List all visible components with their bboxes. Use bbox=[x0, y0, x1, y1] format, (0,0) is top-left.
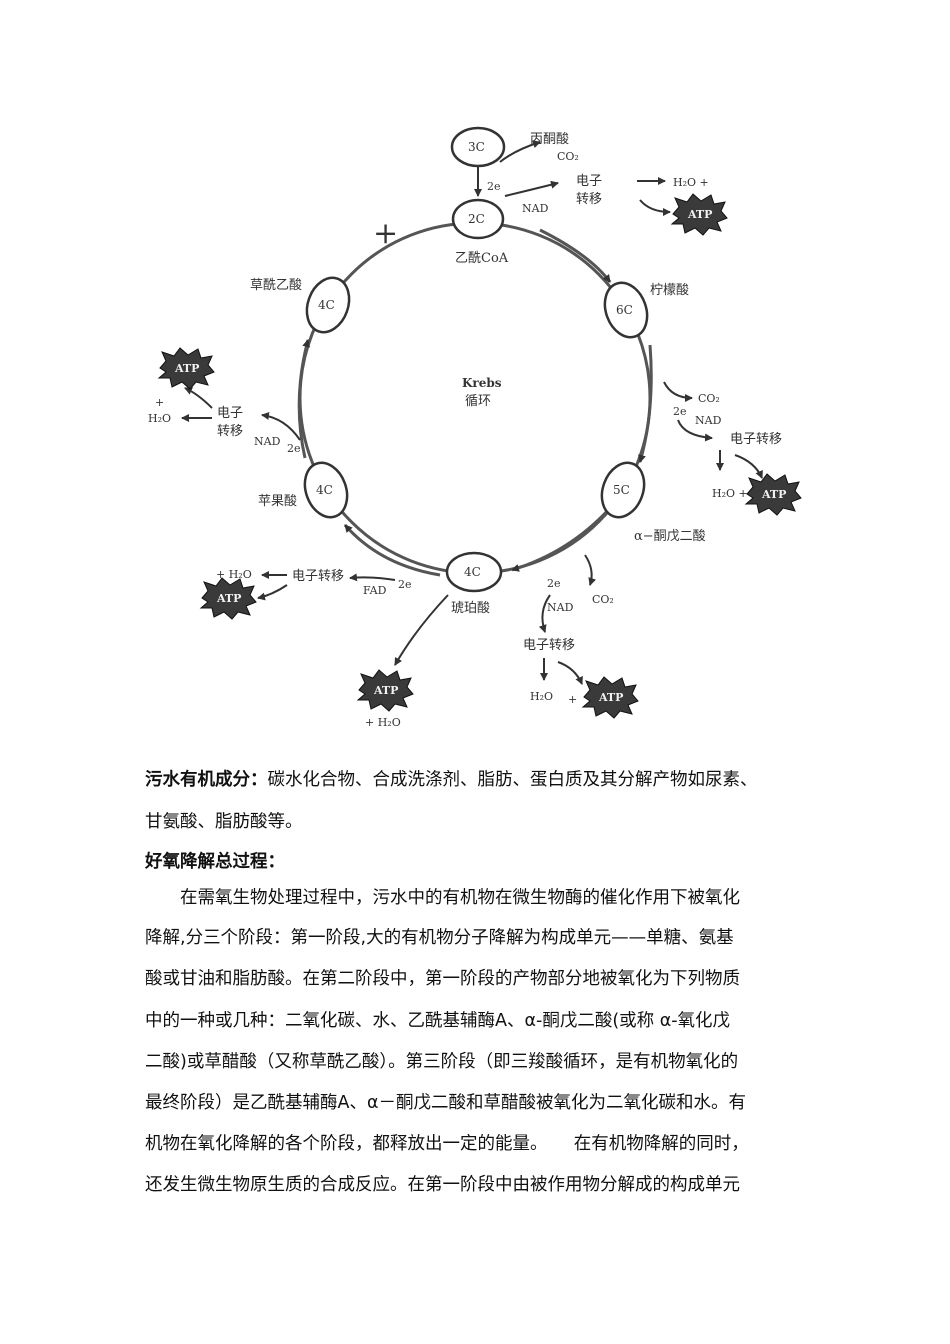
label-2e-malate: 2e bbox=[287, 442, 301, 455]
body-line-6: 最终阶段）是乙酰基辅酶A、α－酮戊二酸和草醋酸被氧化为二氧化碳和水。有 bbox=[145, 1095, 746, 1113]
arrow-atp-6c bbox=[735, 455, 762, 478]
svg-text:ATP: ATP bbox=[373, 684, 398, 697]
label-nad-malate: NAD bbox=[254, 435, 281, 448]
krebs-subtitle: 循环 bbox=[465, 394, 491, 409]
krebs-cycle-diagram: + 3C 2C 6C 5C 4C 4C 4C Krebs 循环 丙酮酸 CO₂ … bbox=[0, 0, 950, 750]
node-6c-label: 6C bbox=[616, 303, 633, 317]
arrow-atp-bottom bbox=[395, 595, 448, 665]
atp-starburst-top: ATP bbox=[672, 194, 727, 235]
label-pyruvate: 丙酮酸 bbox=[530, 132, 569, 147]
node-5c-label: 5C bbox=[613, 483, 630, 497]
arrow-nad-top bbox=[505, 183, 558, 196]
atp-starburst-malate: ATP bbox=[159, 348, 214, 389]
svg-text:ATP: ATP bbox=[174, 362, 199, 375]
label-electron-top-1: 电子 bbox=[576, 174, 602, 189]
label-malate: 苹果酸 bbox=[258, 494, 297, 509]
label-h2o-6c: H₂O + bbox=[712, 487, 748, 500]
krebs-title: Krebs bbox=[462, 376, 502, 390]
node-4c-top-label: 4C bbox=[318, 298, 335, 312]
arrow-fad bbox=[350, 577, 395, 580]
node-4c-left-label: 4C bbox=[316, 483, 333, 497]
label-electron-6c: 电子转移 bbox=[730, 432, 782, 447]
label-plus-malate: + bbox=[155, 396, 164, 409]
body-line-2: 降解,分三个阶段：第一阶段,大的有机物分子降解为构成单元——单糖、氨基 bbox=[145, 930, 734, 948]
label-h2o-top: H₂O + bbox=[673, 176, 709, 189]
arrow-co2-5c bbox=[585, 555, 592, 585]
label-2e-6c: 2e bbox=[673, 405, 687, 418]
label-2e-succ: 2e bbox=[398, 578, 412, 591]
svg-text:ATP: ATP bbox=[216, 592, 241, 605]
label-plus-5c: + bbox=[568, 693, 577, 706]
ring-arrow-4c-4c bbox=[345, 525, 440, 575]
atp-starburst-bottom: ATP bbox=[358, 670, 413, 711]
body-line-8: 还发生微生物原生质的合成反应。在第一阶段中由被作用物分解成的构成单元 bbox=[145, 1177, 740, 1195]
organic-components-heading: 污水有机成分： bbox=[145, 770, 268, 790]
label-h2o-malate: H₂O bbox=[148, 412, 171, 425]
label-h2o-5c: H₂O bbox=[530, 690, 553, 703]
label-electron-malate-2: 转移 bbox=[217, 424, 243, 439]
body-line-1: 在需氧生物处理过程中，污水中的有机物在微生物酶的催化作用下被氧化 bbox=[145, 890, 740, 908]
svg-text:ATP: ATP bbox=[761, 488, 786, 501]
plus-sign: + bbox=[373, 216, 398, 251]
organic-components-text: 碳水化合物、合成洗涤剂、脂肪、蛋白质及其分解产物如尿素、 bbox=[268, 770, 758, 790]
label-acetyl-coa: 乙酰CoA bbox=[455, 251, 509, 266]
label-co2-6c: CO₂ bbox=[698, 392, 720, 405]
label-2e-top: 2e bbox=[487, 180, 501, 193]
label-ketoglutarate: α−酮戊二酸 bbox=[634, 529, 706, 544]
body-line-4: 中的一种或几种：二氧化碳、水、乙酰基辅酶A、α-酮戊二酸(或称 α-氧化戊 bbox=[145, 1013, 730, 1031]
aerobic-process-heading: 好氧降解总过程： bbox=[145, 854, 285, 872]
label-co2-top: CO₂ bbox=[557, 150, 579, 163]
label-electron-succ: 电子转移 bbox=[292, 569, 344, 584]
body-line-7: 机物在氧化降解的各个阶段，都释放出一定的能量。 在有机物降解的同时， bbox=[145, 1136, 749, 1154]
label-electron-top-2: 转移 bbox=[576, 192, 602, 207]
node-2c-label: 2C bbox=[468, 212, 485, 226]
svg-text:ATP: ATP bbox=[598, 691, 623, 704]
body-line-3: 酸或甘油和脂肪酸。在第二阶段中，第一阶段的产物部分地被氧化为下列物质 bbox=[145, 971, 740, 989]
label-nad-top: NAD bbox=[522, 202, 549, 215]
label-oxaloacetate: 草酰乙酸 bbox=[250, 278, 302, 293]
paragraph-organic-components: 污水有机成分：碳水化合物、合成洗涤剂、脂肪、蛋白质及其分解产物如尿素、 bbox=[145, 772, 758, 790]
arrow-co2-6c bbox=[664, 382, 692, 398]
arrow-atp-succ bbox=[258, 585, 287, 598]
label-plus-h2o-bottom: + H₂O bbox=[365, 716, 401, 729]
node-4c-bottom-label: 4C bbox=[464, 565, 481, 579]
arrow-atp-top bbox=[640, 200, 670, 212]
atp-starburst-6c: ATP bbox=[746, 474, 801, 515]
label-2e-5c: 2e bbox=[547, 577, 561, 590]
label-electron-malate-1: 电子 bbox=[217, 406, 243, 421]
body-line-5: 二酸)或草醋酸（又称草酰乙酸）。第三阶段（即三羧酸循环，是有机物氧化的 bbox=[145, 1054, 738, 1072]
svg-text:ATP: ATP bbox=[687, 208, 712, 221]
label-nad-6c: NAD bbox=[695, 414, 722, 427]
label-nad-5c: NAD bbox=[547, 601, 574, 614]
label-fad: FAD bbox=[363, 584, 387, 597]
label-citric: 柠檬酸 bbox=[650, 283, 689, 298]
ring-arrow-5c-4c bbox=[512, 508, 610, 570]
atp-starburst-succ: ATP bbox=[201, 578, 256, 619]
label-co2-5c: CO₂ bbox=[592, 593, 614, 606]
atp-starburst-5c: ATP bbox=[583, 677, 638, 718]
label-succinate: 琥珀酸 bbox=[451, 601, 490, 616]
label-electron-5c: 电子转移 bbox=[523, 638, 575, 653]
arrow-atp-5c bbox=[558, 662, 582, 684]
organic-components-text-line2: 甘氨酸、脂肪酸等。 bbox=[145, 814, 303, 832]
node-3c-label: 3C bbox=[468, 140, 485, 154]
arrow-atp-malate bbox=[185, 388, 212, 408]
